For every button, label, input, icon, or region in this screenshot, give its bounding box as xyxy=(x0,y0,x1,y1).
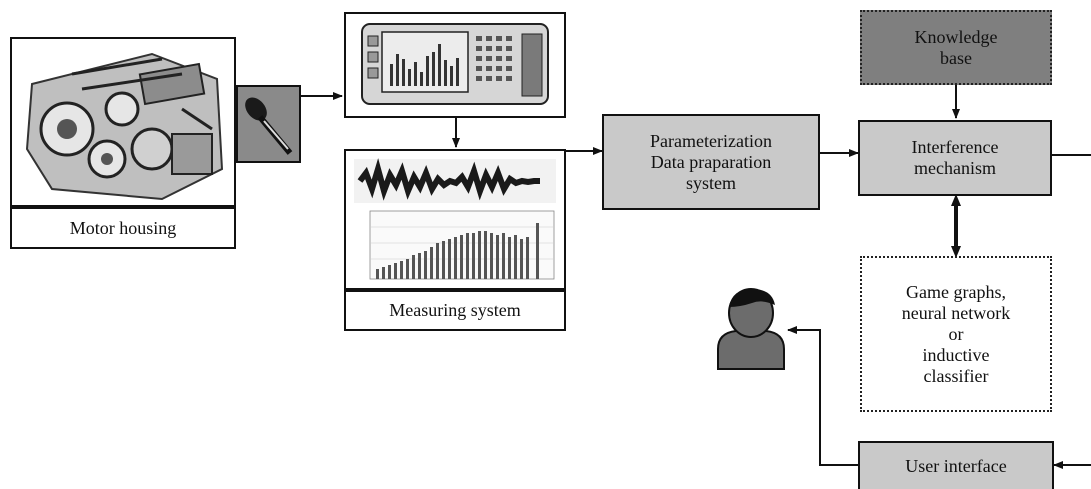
classifier-label: Game graphs, neural network or inductive… xyxy=(901,281,1011,386)
microphone-box xyxy=(236,85,301,163)
knowledge-base-box: Knowledge base xyxy=(860,10,1052,85)
user-icon xyxy=(717,288,785,370)
engine-illustration xyxy=(12,39,234,205)
measuring-label: Measuring system xyxy=(389,300,521,320)
knowledge-base-label: Knowledge base xyxy=(914,26,998,68)
inference-mechanism-box: Interference mechanism xyxy=(858,120,1052,196)
user-interface-box: User interface xyxy=(858,441,1054,489)
waveform-and-spectrum-chart-icon xyxy=(354,158,556,280)
motor-label-box: Motor housing xyxy=(10,207,236,249)
user-icon-wrap xyxy=(712,285,790,371)
inference-mechanism-label: Interference mechanism xyxy=(911,137,999,178)
arrow-ui-to-user xyxy=(787,326,858,466)
motor-image-box xyxy=(10,37,236,207)
param-box: Parameterization Data praparation system xyxy=(602,114,820,210)
measuring-label-box: Measuring system xyxy=(344,290,566,331)
measuring-device-box xyxy=(344,12,566,118)
user-interface-label: User interface xyxy=(905,455,1007,476)
param-label: Parameterization Data praparation system xyxy=(650,130,772,193)
microphone-icon xyxy=(245,97,293,155)
classifier-box: Game graphs, neural network or inductive… xyxy=(860,256,1052,412)
motor-label: Motor housing xyxy=(69,217,177,238)
oscilloscope-device-icon xyxy=(361,23,549,105)
measuring-chart-box xyxy=(344,149,566,290)
